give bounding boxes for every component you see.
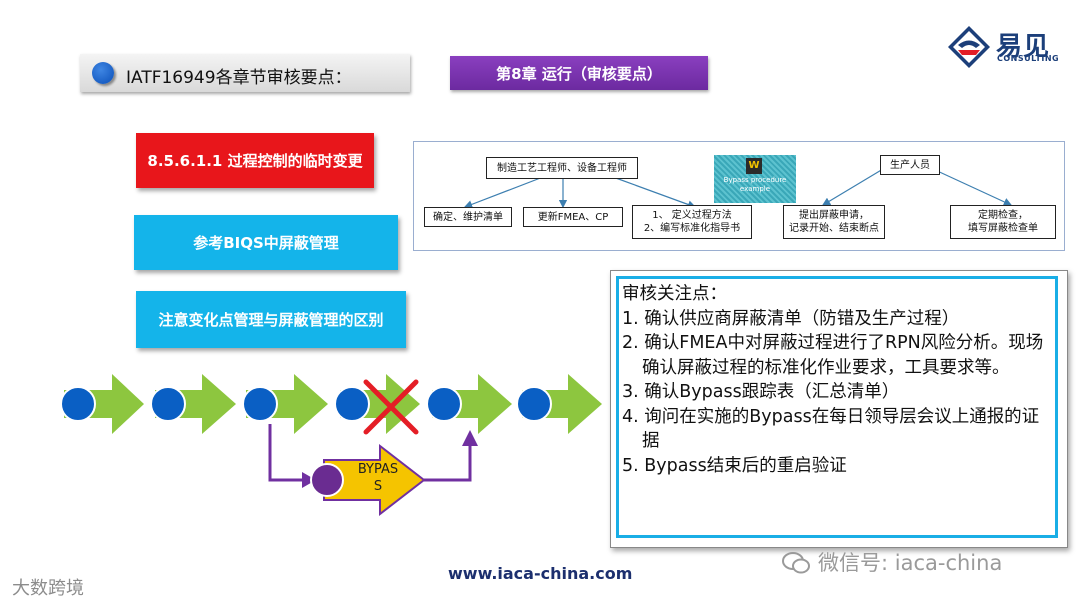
flow-arrows (64, 374, 602, 434)
audit-panel (610, 270, 1068, 548)
word-icon: W (746, 158, 762, 174)
wechat-icon (782, 552, 810, 574)
process-task-request: 提出屏蔽申请， 记录开始、结束断点 (783, 205, 885, 239)
process-task-request-line1: 提出屏蔽申请， (799, 210, 869, 221)
bullet-icon (92, 62, 114, 84)
bypass-connector-head-1 (302, 472, 316, 488)
consulting-logo-icon (948, 26, 990, 68)
flow-node-4 (334, 386, 370, 422)
process-task-method: 1、 定义过程方法 2、编写标准化指导书 (632, 205, 752, 239)
bypass-node (310, 463, 344, 497)
process-task-request-line2: 记录开始、结束断点 (789, 223, 879, 234)
flow-arrow-2 (155, 374, 236, 434)
process-task-inspection-line2: 填写屏蔽检查单 (968, 223, 1038, 234)
page-title: IATF16949各章节审核要点： (126, 68, 352, 88)
process-task-inspection: 定期检查， 填写屏蔽检查单 (950, 205, 1056, 239)
flow-node-3 (242, 386, 278, 422)
website-link[interactable]: www.iaca-china.com (448, 564, 633, 583)
logo-name-en: CONSULTING (997, 54, 1060, 63)
bypass-connector-head-2 (462, 430, 478, 446)
wechat-id: 微信号: iaca-china (818, 551, 1003, 575)
clause-box: 8.5.6.1.1 过程控制的临时变更 (136, 133, 374, 188)
bypass-connector (268, 424, 472, 482)
process-task-fmea: 更新FMEA、CP (523, 207, 623, 227)
audit-item-5: 5. Bypass结束后的重启验证 (622, 455, 847, 476)
audit-title: 审核关注点： (622, 284, 727, 304)
source-watermark: 大数跨境 (12, 578, 84, 599)
bypass-label-line2: S (373, 479, 383, 494)
wechat-watermark: 微信号: iaca-china (782, 547, 1002, 577)
cross-icon (363, 379, 419, 435)
note-box: 注意变化点管理与屏蔽管理的区别 (136, 291, 406, 348)
audit-panel-border (616, 276, 1058, 538)
flow-node-5 (426, 386, 462, 422)
process-task-method-line1: 1、 定义过程方法 (652, 210, 732, 221)
process-owner-engineers: 制造工艺工程师、设备工程师 (486, 157, 638, 179)
audit-item-2: 2. 确认FMEA中对屏蔽过程进行了RPN风险分析。现场确认屏蔽过程的标准化作业… (622, 333, 1044, 378)
flow-node-2 (150, 386, 186, 422)
process-task-list: 确定、维护清单 (424, 207, 512, 227)
process-task-method-line2: 2、编写标准化指导书 (643, 223, 741, 234)
bypass-label: BYPAS S (348, 461, 408, 495)
process-connectors (463, 168, 1013, 209)
audit-item-4: 4. 询问在实施的Bypass在每日领导层会议上通报的证据 (622, 406, 1040, 452)
bypass-arrow (323, 443, 426, 517)
audit-item-3: 3. 确认Bypass跟踪表（汇总清单） (622, 382, 900, 402)
flow-arrow-3 (246, 374, 328, 434)
bypass-flow-diagram (60, 374, 602, 517)
audit-item-1: 1. 确认供应商屏蔽清单（防错及生产过程） (622, 308, 960, 329)
header-bar (80, 54, 410, 92)
flow-arrow-6 (522, 374, 602, 434)
flow-node-6 (516, 386, 552, 422)
flow-node-1 (60, 386, 96, 422)
flow-arrow-5 (432, 374, 512, 434)
process-task-inspection-line1: 定期检查， (978, 210, 1028, 221)
audit-content: 审核关注点： 1. 确认供应商屏蔽清单（防错及生产过程） 2. 确认FMEA中对… (622, 282, 1054, 478)
chapter-label: 第8章 运行（审核要点） (450, 56, 708, 90)
reference-box: 参考BIQS中屏蔽管理 (134, 215, 398, 270)
flow-arrow-1 (64, 374, 144, 434)
document-label: Bypass procedure example (723, 176, 787, 193)
process-owner-production: 生产人员 (880, 155, 940, 175)
bypass-label-line1: BYPAS (357, 462, 399, 477)
logo-name-cn: 易见 (996, 32, 1051, 62)
